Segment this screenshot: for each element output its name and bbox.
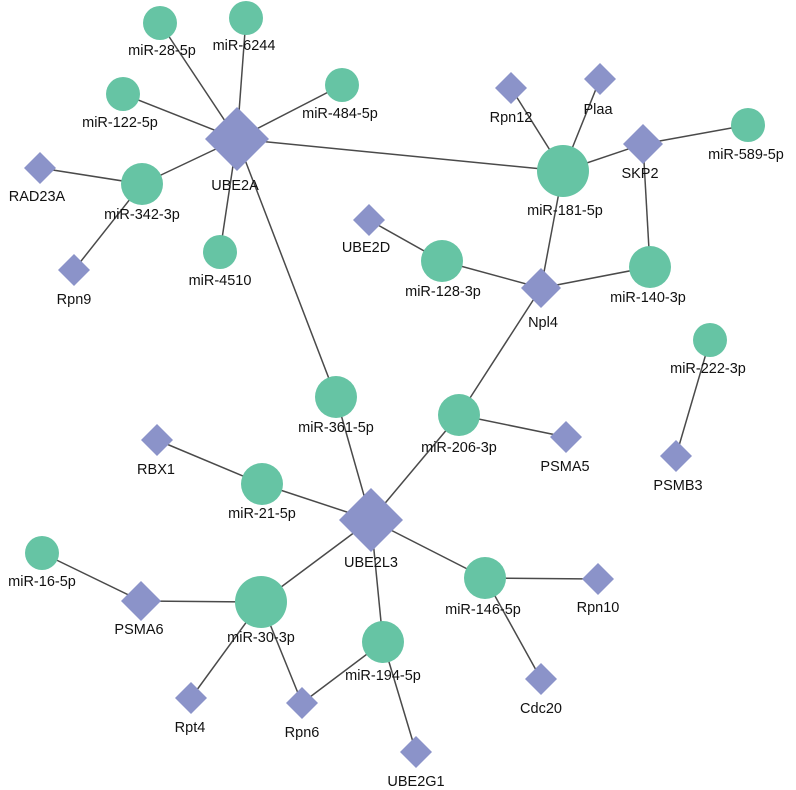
mirna-node-miR-342-3p: [121, 163, 163, 205]
gene-node-UBE2L3: [339, 488, 403, 552]
node-label-miR-128-3p: miR-128-3p: [405, 284, 481, 300]
node-label-PSMA5: PSMA5: [540, 459, 589, 475]
mirna-node-miR-21-5p: [241, 463, 283, 505]
node-label-miR-21-5p: miR-21-5p: [228, 506, 296, 522]
mirna-node-miR-16-5p: [25, 536, 59, 570]
node-label-Cdc20: Cdc20: [520, 701, 562, 717]
node-label-Rpt4: Rpt4: [175, 720, 206, 736]
gene-node-Npl4: [521, 268, 561, 308]
gene-node-Rpn9: [58, 254, 90, 286]
node-label-UBE2A: UBE2A: [211, 178, 259, 194]
gene-node-PSMB3: [660, 440, 692, 472]
edge-PSMA6-miR-16-5p: [41, 552, 142, 602]
gene-node-SKP2: [623, 124, 663, 164]
node-label-miR-28-5p: miR-28-5p: [128, 43, 196, 59]
node-label-miR-484-5p: miR-484-5p: [302, 106, 378, 122]
node-label-miR-181-5p: miR-181-5p: [527, 203, 603, 219]
gene-node-Rpn10: [582, 563, 614, 595]
edge-UBE2A-miR-28-5p: [159, 22, 238, 140]
node-label-UBE2G1: UBE2G1: [387, 774, 444, 790]
node-label-UBE2D: UBE2D: [342, 240, 390, 256]
node-label-RAD23A: RAD23A: [9, 189, 66, 205]
mirna-node-miR-361-5p: [315, 376, 357, 418]
edge-UBE2A-miR-361-5p: [236, 138, 337, 398]
mirna-node-miR-194-5p: [362, 621, 404, 663]
node-label-Npl4: Npl4: [528, 315, 558, 331]
edge-SKP2-miR-589-5p: [642, 124, 749, 145]
gene-node-RBX1: [141, 424, 173, 456]
edge-PSMB3-miR-222-3p: [675, 339, 711, 457]
gene-node-Plaa: [584, 63, 616, 95]
node-label-UBE2L3: UBE2L3: [344, 555, 398, 571]
gene-node-UBE2G1: [400, 736, 432, 768]
gene-node-UBE2A: [205, 107, 269, 171]
gene-node-Cdc20: [525, 663, 557, 695]
gene-node-PSMA6: [121, 581, 161, 621]
node-layer: [24, 1, 765, 768]
node-label-miR-16-5p: miR-16-5p: [8, 574, 76, 590]
node-label-miR-194-5p: miR-194-5p: [345, 668, 421, 684]
mirna-node-miR-206-3p: [438, 394, 480, 436]
mirna-node-miR-140-3p: [629, 246, 671, 288]
mirna-node-miR-4510: [203, 235, 237, 269]
mirna-node-miR-589-5p: [731, 108, 765, 142]
node-label-miR-222-3p: miR-222-3p: [670, 361, 746, 377]
gene-node-Rpt4: [175, 682, 207, 714]
mirna-node-miR-122-5p: [106, 77, 140, 111]
mirna-node-miR-146-5p: [464, 557, 506, 599]
node-label-Plaa: Plaa: [583, 102, 613, 118]
node-label-miR-342-3p: miR-342-3p: [104, 207, 180, 223]
edge-UBE2L3-miR-206-3p: [370, 414, 460, 521]
mirna-node-miR-484-5p: [325, 68, 359, 102]
gene-node-UBE2D: [353, 204, 385, 236]
node-label-miR-146-5p: miR-146-5p: [445, 602, 521, 618]
node-label-RBX1: RBX1: [137, 462, 175, 478]
node-label-Rpn6: Rpn6: [285, 725, 320, 741]
mirna-node-miR-28-5p: [143, 6, 177, 40]
node-label-miR-30-3p: miR-30-3p: [227, 630, 295, 646]
mirna-node-miR-181-5p: [537, 145, 589, 197]
mirna-node-miR-30-3p: [235, 576, 287, 628]
gene-node-Rpn12: [495, 72, 527, 104]
node-label-miR-589-5p: miR-589-5p: [708, 147, 784, 163]
node-label-Rpn12: Rpn12: [490, 110, 533, 126]
mirna-node-miR-222-3p: [693, 323, 727, 357]
edge-Npl4-miR-206-3p: [458, 287, 542, 416]
node-label-SKP2: SKP2: [621, 166, 658, 182]
node-label-Rpn9: Rpn9: [57, 292, 92, 308]
gene-node-RAD23A: [24, 152, 56, 184]
node-label-miR-4510: miR-4510: [189, 273, 252, 289]
node-label-Rpn10: Rpn10: [577, 600, 620, 616]
mirna-node-miR-6244: [229, 1, 263, 35]
node-label-miR-361-5p: miR-361-5p: [298, 420, 374, 436]
gene-node-PSMA5: [550, 421, 582, 453]
node-label-miR-140-3p: miR-140-3p: [610, 290, 686, 306]
node-label-PSMA6: PSMA6: [114, 622, 163, 638]
node-label-PSMB3: PSMB3: [653, 478, 702, 494]
node-label-miR-6244: miR-6244: [213, 38, 276, 54]
mirna-node-miR-128-3p: [421, 240, 463, 282]
node-label-miR-122-5p: miR-122-5p: [82, 115, 158, 131]
node-label-miR-206-3p: miR-206-3p: [421, 440, 497, 456]
edge-UBE2A-miR-181-5p: [236, 138, 564, 172]
gene-node-Rpn6: [286, 687, 318, 719]
